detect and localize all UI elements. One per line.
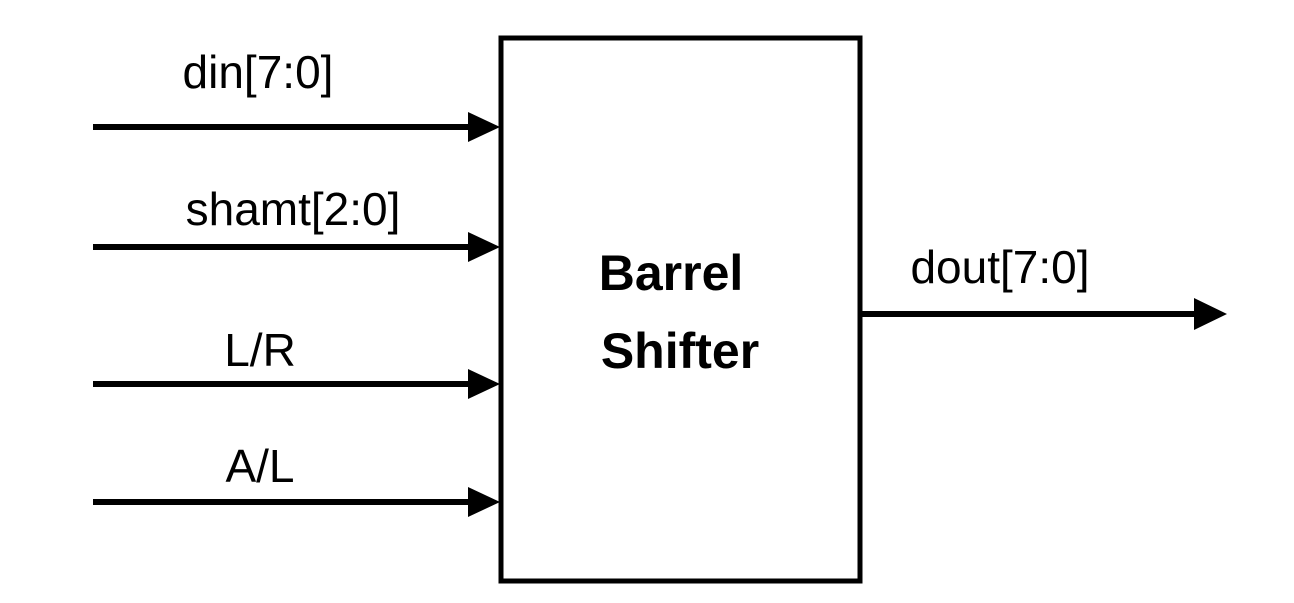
output-dout-label: dout[7:0] [910, 241, 1089, 293]
input-al-arrowhead [468, 487, 500, 517]
output-dout-arrowhead [1194, 298, 1227, 330]
input-shamt-arrowhead [468, 232, 500, 262]
input-al-label: A/L [225, 440, 294, 492]
input-lr-arrowhead [468, 369, 500, 399]
block-title-line-1: Barrel [599, 245, 744, 301]
input-al: A/L [93, 440, 500, 517]
input-din-label: din[7:0] [183, 46, 334, 98]
output-dout: dout[7:0] [860, 241, 1227, 330]
input-shamt-label: shamt[2:0] [186, 183, 401, 235]
input-lr-label: L/R [224, 324, 296, 376]
input-shamt: shamt[2:0] [93, 183, 500, 262]
barrel-shifter-block [498, 35, 863, 584]
block-title-line-2: Shifter [601, 323, 759, 379]
input-din-arrowhead [468, 112, 500, 142]
input-lr: L/R [93, 324, 500, 399]
input-din: din[7:0] [93, 46, 500, 142]
